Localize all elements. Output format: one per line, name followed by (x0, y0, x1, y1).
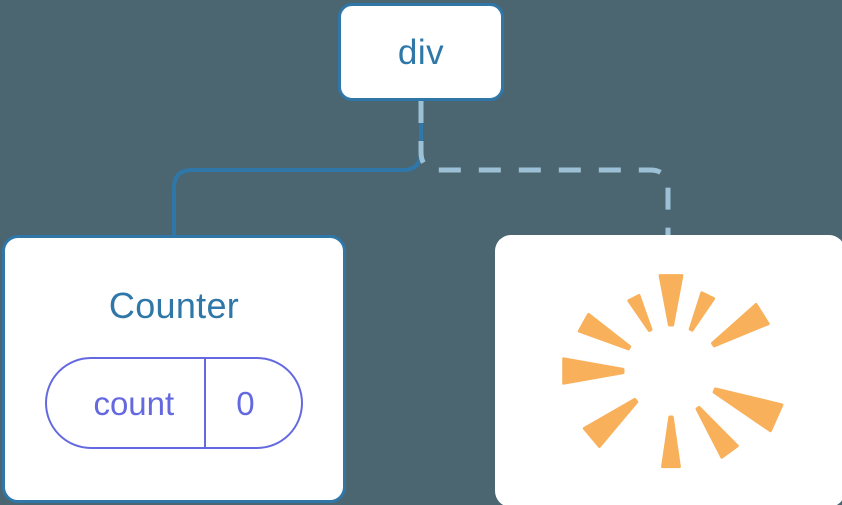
node-div-label: div (397, 32, 445, 72)
node-render-burst[interactable] (495, 235, 842, 505)
ray-sw (582, 397, 639, 448)
node-counter-label: Counter (108, 285, 240, 326)
ray-e (712, 387, 784, 433)
ray-nnw (627, 294, 653, 332)
state-key: count (93, 384, 175, 422)
ray-w (562, 357, 625, 385)
edge-div-to-counter (172, 99, 423, 239)
ray-sse (695, 405, 739, 459)
state-value: 0 (236, 384, 255, 422)
node-counter[interactable]: Counter count 0 (2, 235, 346, 503)
ray-nne (688, 291, 716, 332)
ray-n (658, 274, 684, 327)
ray-ene (711, 303, 770, 348)
burst-rays-graphic (562, 274, 784, 469)
edge-div-to-burst (418, 101, 671, 237)
node-div[interactable]: div (338, 3, 504, 101)
state-pill-count[interactable]: count 0 (45, 357, 303, 449)
ray-s (661, 415, 681, 469)
state-pill-divider (204, 359, 207, 447)
ray-nw (577, 312, 632, 351)
